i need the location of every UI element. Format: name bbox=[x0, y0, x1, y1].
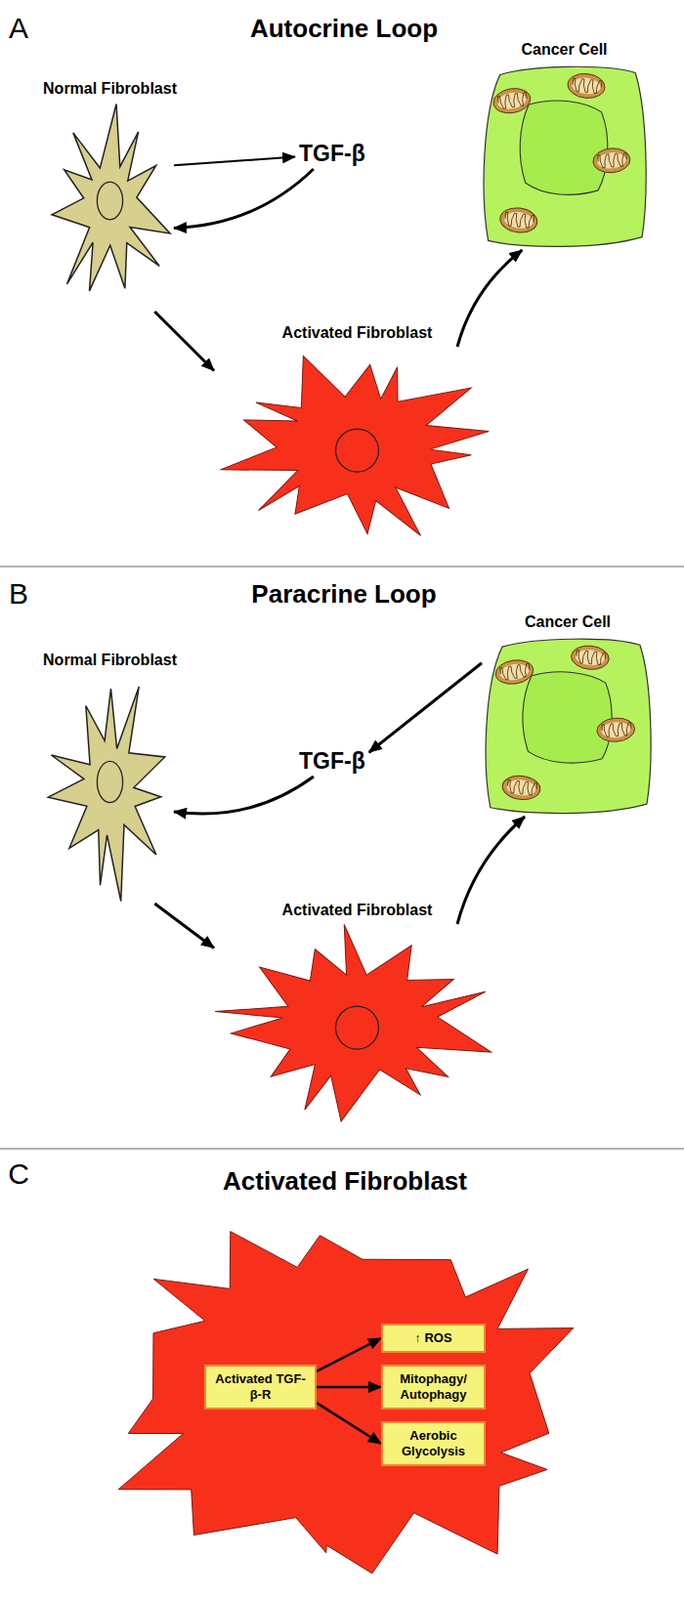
arrow-connector bbox=[457, 250, 522, 347]
process-box: Activated TGF-β-R bbox=[204, 1365, 317, 1411]
activated-fibroblast-body bbox=[118, 1232, 574, 1575]
mitochondrion-inner bbox=[499, 662, 531, 683]
arrow-connector bbox=[173, 157, 296, 167]
mitochondrion bbox=[570, 643, 611, 672]
mitochondrion-inner bbox=[503, 211, 534, 231]
mitochondrion-outer bbox=[491, 85, 532, 116]
nucleus bbox=[336, 1006, 380, 1050]
mitochondrion-inner bbox=[506, 778, 537, 798]
fibroblast-body bbox=[51, 104, 171, 292]
divider-line bbox=[0, 1148, 684, 1151]
mitochondrion-inner bbox=[496, 90, 527, 112]
shape-outline bbox=[479, 63, 649, 251]
cancer-cell-body bbox=[485, 639, 651, 813]
activated-fibroblast: Activated Fibroblast bbox=[213, 346, 501, 547]
fibroblast-body bbox=[47, 686, 165, 902]
panel-letter: B bbox=[8, 577, 29, 611]
shape-outline bbox=[213, 346, 501, 547]
signal-label: TGF-β bbox=[295, 746, 370, 777]
mitochondrion bbox=[501, 773, 542, 802]
cell-nucleus bbox=[522, 672, 612, 764]
process-box: Aerobic Glycolysis bbox=[381, 1421, 486, 1467]
shape-outline bbox=[45, 674, 174, 904]
mitochondrion bbox=[592, 146, 632, 174]
mitochondrion-outer bbox=[494, 657, 536, 686]
signal-label: TGF-β bbox=[295, 138, 370, 170]
nucleus bbox=[96, 761, 123, 803]
shape-outline bbox=[45, 102, 174, 312]
mitochondrion bbox=[494, 657, 536, 686]
mitochondrion-outer bbox=[566, 72, 606, 100]
mitochondrion-inner bbox=[600, 721, 632, 739]
mitochondrion-outer bbox=[570, 643, 611, 672]
arrow-connector bbox=[154, 903, 214, 949]
activated-fibroblast-body bbox=[214, 925, 492, 1122]
mitochondrion-cristae bbox=[572, 78, 602, 94]
mitochondrion-outer bbox=[501, 773, 542, 802]
mitochondrion-inner bbox=[574, 648, 605, 668]
mitochondrion-outer bbox=[596, 717, 636, 744]
mitochondrion bbox=[566, 72, 606, 100]
node-heading: Normal Fibroblast bbox=[42, 80, 177, 98]
node-heading: Normal Fibroblast bbox=[42, 651, 177, 670]
cell-nucleus bbox=[519, 100, 608, 195]
mitochondrion-outer bbox=[592, 146, 632, 174]
arrow-connector bbox=[173, 169, 314, 228]
arrow-connector bbox=[457, 816, 525, 925]
divider-line bbox=[0, 565, 684, 568]
node-heading: Cancer Cell bbox=[520, 41, 607, 59]
activated-fibroblast: Activated FibroblastActivated TGF-β-R↑ R… bbox=[86, 1204, 603, 1593]
box-text: Aerobic Glycolysis bbox=[388, 1428, 478, 1460]
normal-fibroblast: Normal Fibroblast bbox=[45, 102, 174, 312]
mitochondrion-cristae bbox=[500, 663, 531, 681]
box-text: Activated TGF-β-R bbox=[212, 1371, 309, 1404]
shape-outline bbox=[213, 924, 501, 1124]
cancer-cell-body bbox=[483, 66, 646, 247]
node-heading: Activated Fibroblast bbox=[222, 1166, 468, 1197]
shape-outline bbox=[86, 1204, 603, 1593]
mitochondrion bbox=[596, 717, 636, 744]
mitochondrion-inner bbox=[571, 76, 602, 95]
cancer-cell: Cancer Cell bbox=[479, 63, 649, 251]
signal-name: TGF-β bbox=[295, 138, 370, 170]
process-box: Mitophagy/ Autophagy bbox=[381, 1365, 486, 1411]
mitochondrion bbox=[491, 85, 532, 116]
panel-letter: A bbox=[8, 11, 29, 45]
panel-title: Autocrine Loop bbox=[250, 13, 438, 44]
activated-fibroblast-body bbox=[220, 355, 490, 536]
arrow-connector bbox=[154, 311, 214, 372]
activated-fibroblast: Activated Fibroblast bbox=[213, 924, 501, 1124]
process-box: ↑ ROS bbox=[381, 1324, 486, 1354]
node-heading: Activated Fibroblast bbox=[282, 324, 433, 342]
mitochondrion-cristae bbox=[601, 723, 633, 738]
nucleus bbox=[336, 428, 380, 472]
mitochondrion-cristae bbox=[497, 91, 528, 110]
arrow-connector bbox=[316, 1386, 382, 1390]
mitochondrion-inner bbox=[597, 151, 627, 171]
mitochondrion-cristae bbox=[504, 212, 534, 229]
mitochondrion bbox=[499, 206, 539, 235]
signal-name: TGF-β bbox=[295, 746, 370, 777]
box-text: ↑ ROS bbox=[388, 1330, 478, 1347]
mitochondrion-outer bbox=[499, 206, 539, 235]
cancer-cell: Cancer Cell bbox=[481, 636, 654, 817]
node-heading: Activated Fibroblast bbox=[282, 901, 433, 920]
panel-letter: C bbox=[7, 1157, 30, 1192]
arrow-connector bbox=[173, 776, 314, 814]
box-text: Mitophagy/ Autophagy bbox=[388, 1371, 478, 1404]
panel-title: Paracrine Loop bbox=[251, 579, 436, 610]
shape-outline bbox=[481, 636, 654, 817]
mitochondrion-cristae bbox=[598, 152, 628, 169]
nucleus bbox=[96, 181, 123, 220]
node-heading: Cancer Cell bbox=[524, 613, 611, 632]
arrow-connector bbox=[369, 663, 482, 753]
normal-fibroblast: Normal Fibroblast bbox=[45, 674, 174, 904]
mitochondrion-cristae bbox=[575, 649, 606, 666]
mitochondrion-cristae bbox=[507, 779, 538, 796]
